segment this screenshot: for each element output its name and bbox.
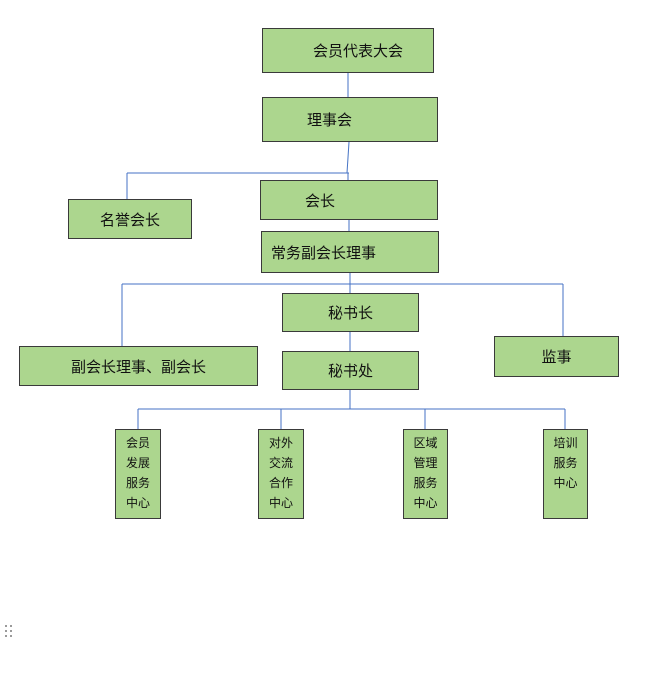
node-assembly-label: 会员代表大会 — [312, 42, 403, 60]
node-assembly: 会员代表大会 — [262, 28, 434, 73]
node-secretariat-label: 秘书处 — [327, 362, 373, 380]
node-secretary-general: 秘书长 — [282, 293, 419, 332]
node-secretariat: 秘书处 — [282, 351, 419, 390]
node-council-label: 理事会 — [307, 111, 353, 129]
node-honorary-president: 名誉会长 — [68, 199, 192, 239]
node-supervisor-label: 监事 — [541, 348, 572, 366]
node-exchange-label: 对外交流合作中心 — [268, 436, 293, 510]
node-vice-presidents-label: 副会长理事、副会长 — [70, 357, 206, 376]
line-council-down — [346, 141, 350, 174]
node-member-service: 会员发展服务中心 — [115, 429, 161, 519]
node-supervisor: 监事 — [494, 336, 619, 377]
node-regional: 区域管理服务中心 — [403, 429, 448, 519]
node-secretary-general-label: 秘书长 — [327, 304, 373, 322]
node-president-label: 会长 — [305, 191, 336, 210]
node-honorary-president-label: 名誉会长 — [99, 210, 160, 229]
node-regional-label: 区域管理服务中心 — [413, 436, 438, 510]
node-standing-vp: 常务副会长理事 — [261, 231, 439, 273]
node-training-label: 培训服务中心 — [553, 436, 578, 490]
drag-handle-icon[interactable] — [5, 625, 15, 639]
node-member-service-label: 会员发展服务中心 — [125, 436, 150, 510]
node-vice-presidents: 副会长理事、副会长 — [19, 346, 258, 386]
node-training: 培训服务中心 — [543, 429, 588, 519]
node-standing-vp-label: 常务副会长理事 — [271, 243, 377, 262]
node-exchange: 对外交流合作中心 — [258, 429, 304, 519]
node-council: 理事会 — [262, 97, 438, 142]
node-president: 会长 — [260, 180, 438, 220]
